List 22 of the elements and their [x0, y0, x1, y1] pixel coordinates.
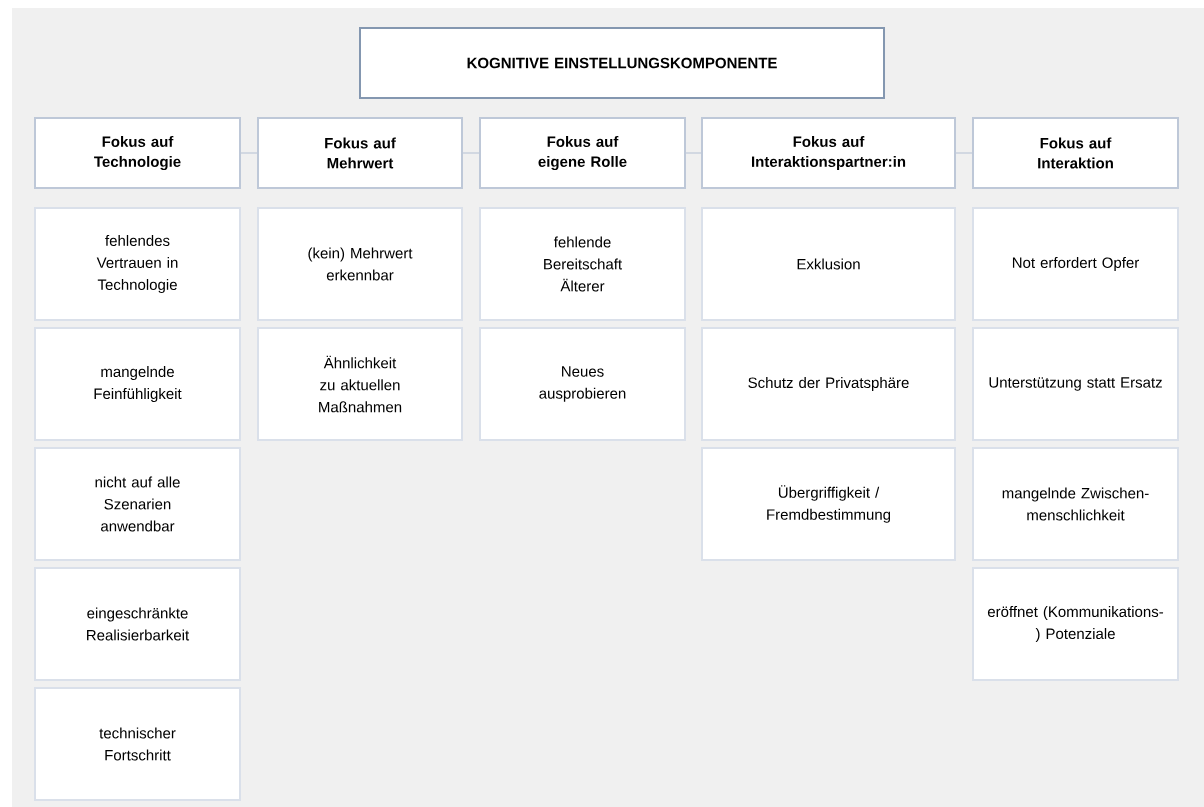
item-box: Ähnlichkeit zu aktuellen Maßnahmen [257, 327, 463, 441]
item-box: Neues ausprobieren [479, 327, 686, 441]
item-box: Exklusion [701, 207, 956, 321]
item-box: Unterstützung statt Ersatz [972, 327, 1179, 441]
item-box: Schutz der Privatsphäre [701, 327, 956, 441]
title-box: KOGNITIVE EINSTELLUNGSKOMPONENTE [359, 27, 885, 99]
category-box: Fokus auf Technologie [34, 117, 241, 189]
item-box: technischer Fortschritt [34, 687, 241, 801]
item-box: mangelnde Feinfühligkeit [34, 327, 241, 441]
item-box: eröffnet (Kommunikations-) Potenziale [972, 567, 1179, 681]
item-box: Not erfordert Opfer [972, 207, 1179, 321]
category-box: Fokus auf eigene Rolle [479, 117, 686, 189]
item-box: fehlendes Vertrauen in Technologie [34, 207, 241, 321]
item-box: eingeschränkte Realisierbarkeit [34, 567, 241, 681]
item-box: (kein) Mehrwert erkennbar [257, 207, 463, 321]
category-box: Fokus auf Interaktion [972, 117, 1179, 189]
item-box: nicht auf alle Szenarien anwendbar [34, 447, 241, 561]
category-box: Fokus auf Interaktionspartner:in [701, 117, 956, 189]
item-box: mangelnde Zwischen- menschlichkeit [972, 447, 1179, 561]
item-box: Übergriffigkeit / Fremdbestimmung [701, 447, 956, 561]
item-box: fehlende Bereitschaft Älterer [479, 207, 686, 321]
category-box: Fokus auf Mehrwert [257, 117, 463, 189]
